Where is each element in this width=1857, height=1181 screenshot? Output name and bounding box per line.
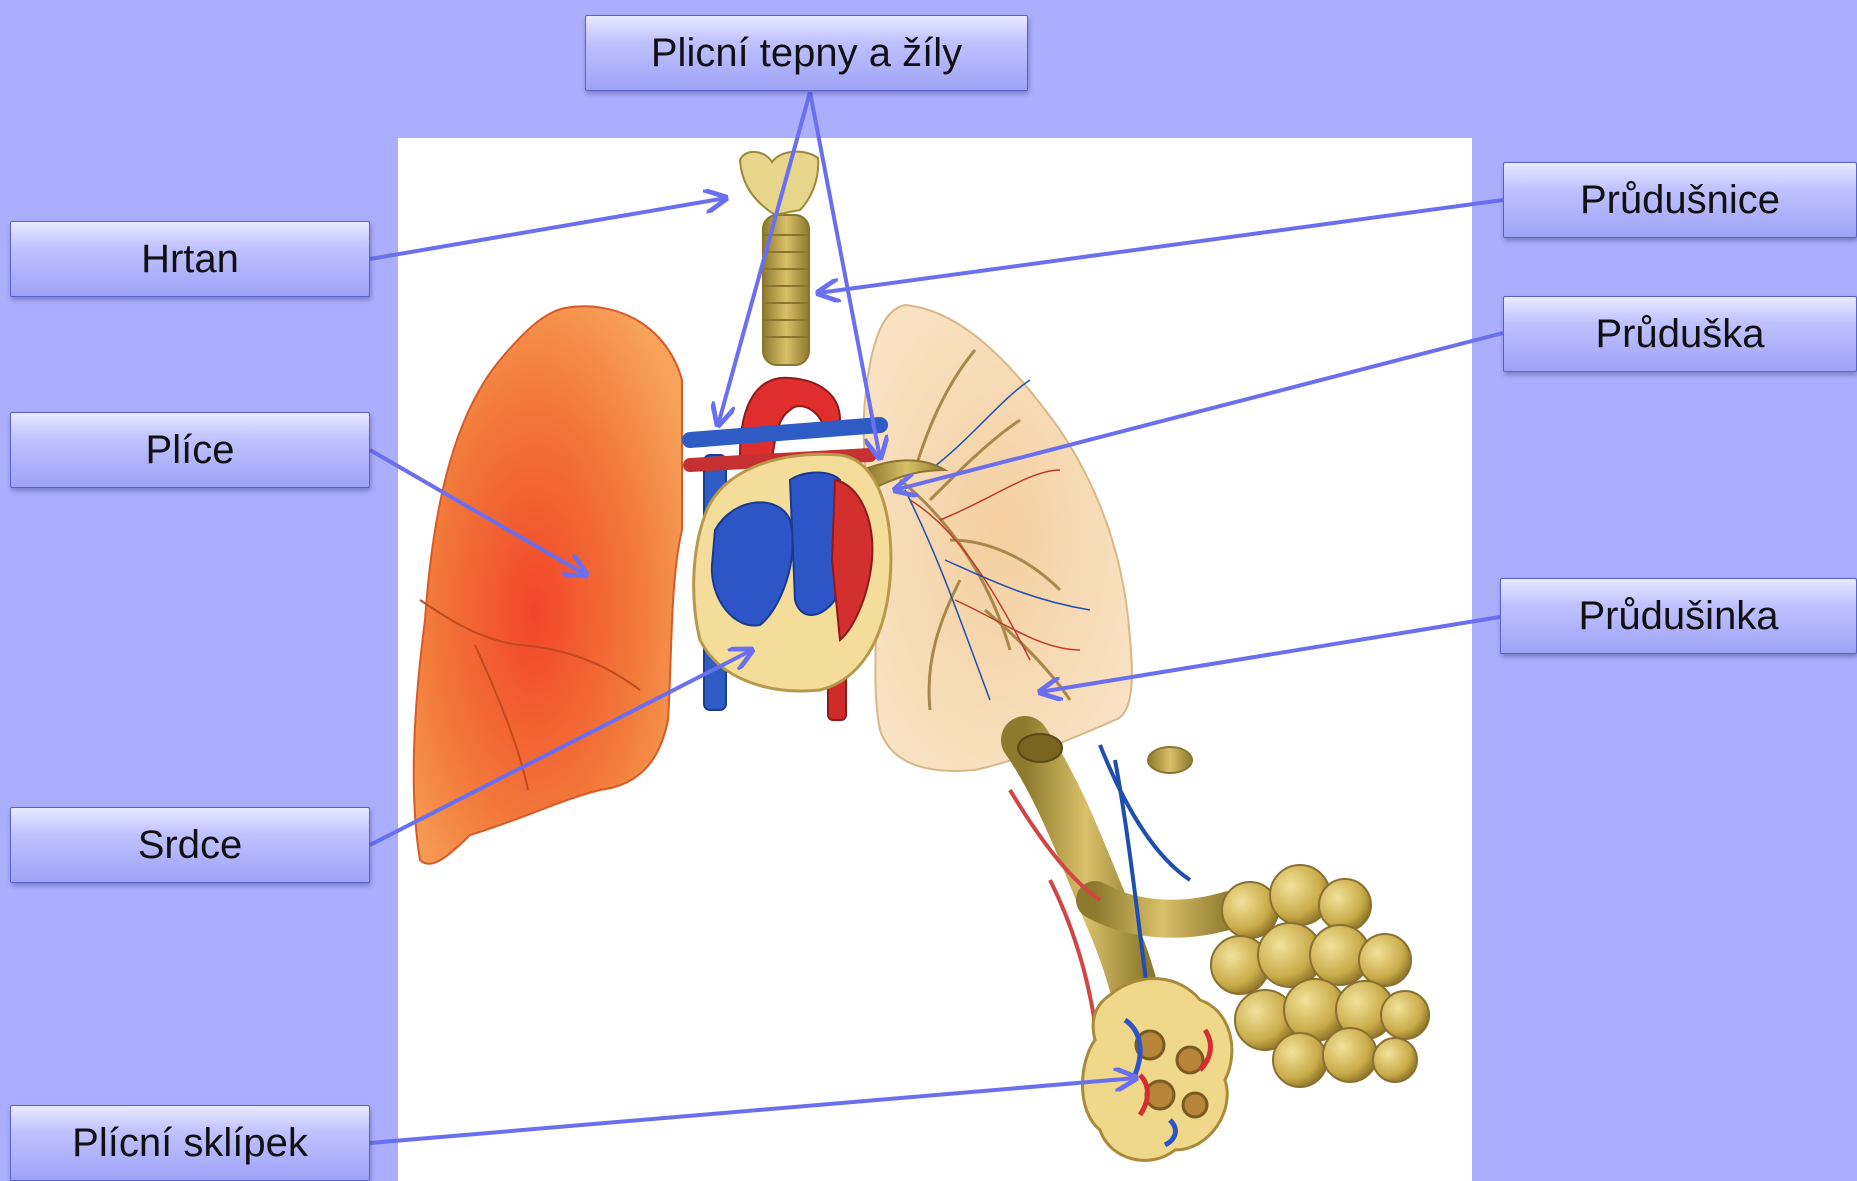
- left-lung: [864, 305, 1132, 771]
- label-lungs: Plíce: [10, 412, 370, 488]
- right-lung: [414, 306, 682, 864]
- arrow-trachea: [818, 200, 1503, 293]
- label-pulmonary-vessels: Plicní tepny a žíly: [585, 15, 1028, 91]
- arrow-alveolus: [370, 1078, 1136, 1143]
- label-trachea: Průdušnice: [1503, 162, 1857, 238]
- label-heart: Srdce: [10, 807, 370, 883]
- label-alveolus: Plícní sklípek: [10, 1105, 370, 1181]
- label-bronchus: Průduška: [1503, 296, 1857, 372]
- arrow-larynx: [370, 198, 726, 259]
- alveoli-closeup: [1010, 734, 1429, 1160]
- label-larynx: Hrtan: [10, 221, 370, 297]
- heart: [690, 378, 891, 720]
- label-bronchiole: Průdušinka: [1500, 578, 1857, 654]
